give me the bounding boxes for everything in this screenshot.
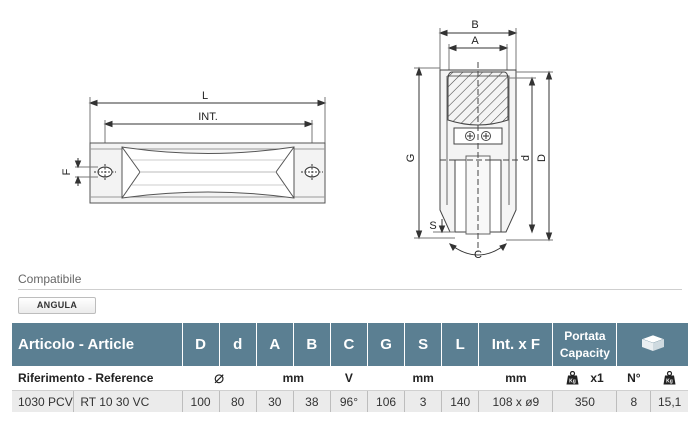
compat-title: Compatibile [18, 272, 82, 286]
label-F: F [61, 168, 73, 175]
units-weight: Kg [650, 366, 688, 391]
cell-code: 1030 PCV [12, 390, 75, 412]
cell-D: 100 [182, 390, 220, 412]
cell-ref: RT 10 30 VC [73, 390, 183, 412]
front-view [74, 97, 327, 204]
label-B: B [471, 19, 478, 31]
header-article: Articolo - Article [12, 323, 183, 366]
units-mm-int: mm [478, 366, 553, 391]
cell-d: 80 [219, 390, 257, 412]
cell-int-x-f: 108 x ø9 [478, 390, 554, 412]
header-G: G [367, 323, 406, 366]
units-v: V [330, 366, 368, 391]
cell-S: 3 [404, 390, 443, 412]
box-icon [640, 334, 665, 351]
cell-weight: 15,1 [650, 390, 688, 412]
header-S: S [404, 323, 443, 366]
compat-chip-angula[interactable]: ANGULA [18, 297, 96, 314]
header-portata: Portata [564, 328, 606, 343]
kg-weight-icon: Kg [566, 371, 579, 385]
units-n: N° [616, 366, 651, 391]
units-reference: Riferimento - Reference [12, 366, 183, 391]
cell-G: 106 [367, 390, 406, 412]
header-L: L [441, 323, 480, 366]
units-capacity: Kg x1 [552, 366, 617, 391]
kg-weight-icon: Kg [663, 371, 676, 385]
header-B: B [293, 323, 331, 366]
divider [18, 289, 682, 290]
label-G: G [405, 154, 417, 163]
svg-text:Kg: Kg [569, 379, 576, 385]
spec-table: Articolo - Article D d A B C G S L Int. … [12, 323, 688, 412]
svg-text:Kg: Kg [666, 379, 673, 385]
header-C: C [330, 323, 368, 366]
cell-A: 30 [256, 390, 294, 412]
units-mm-ab: mm [256, 366, 331, 391]
side-view [414, 28, 553, 256]
header-int-x-f: Int. x F [478, 323, 554, 366]
label-A: A [471, 35, 479, 47]
cell-capacity: 350 [552, 390, 618, 412]
table-row: 1030 PCV RT 10 30 VC 100 80 30 38 96° 10… [12, 390, 688, 412]
label-C: C [474, 249, 482, 261]
header-A: A [256, 323, 294, 366]
header-d: d [219, 323, 257, 366]
label-L: L [202, 90, 208, 102]
label-D: D [536, 154, 548, 162]
cell-L: 140 [441, 390, 480, 412]
cell-C: 96° [330, 390, 368, 412]
label-int: INT. [198, 111, 218, 123]
cell-B: 38 [293, 390, 331, 412]
header-D: D [182, 323, 220, 366]
technical-drawing: L INT. F [61, 19, 553, 261]
label-S: S [429, 220, 436, 232]
header-box [616, 323, 688, 366]
header-capacity-en: Capacity [559, 345, 610, 360]
units-mm-gsl: mm [367, 366, 479, 391]
table-header-row: Articolo - Article D d A B C G S L Int. … [12, 323, 688, 366]
header-capacity: Portata Capacity [552, 323, 618, 366]
label-d: d [520, 155, 532, 161]
units-x1: x1 [590, 370, 604, 385]
cell-N: 8 [616, 390, 652, 412]
units-diameter: ⌀ [182, 366, 257, 391]
table-units-row: Riferimento - Reference ⌀ mm V mm mm Kg … [12, 366, 688, 391]
